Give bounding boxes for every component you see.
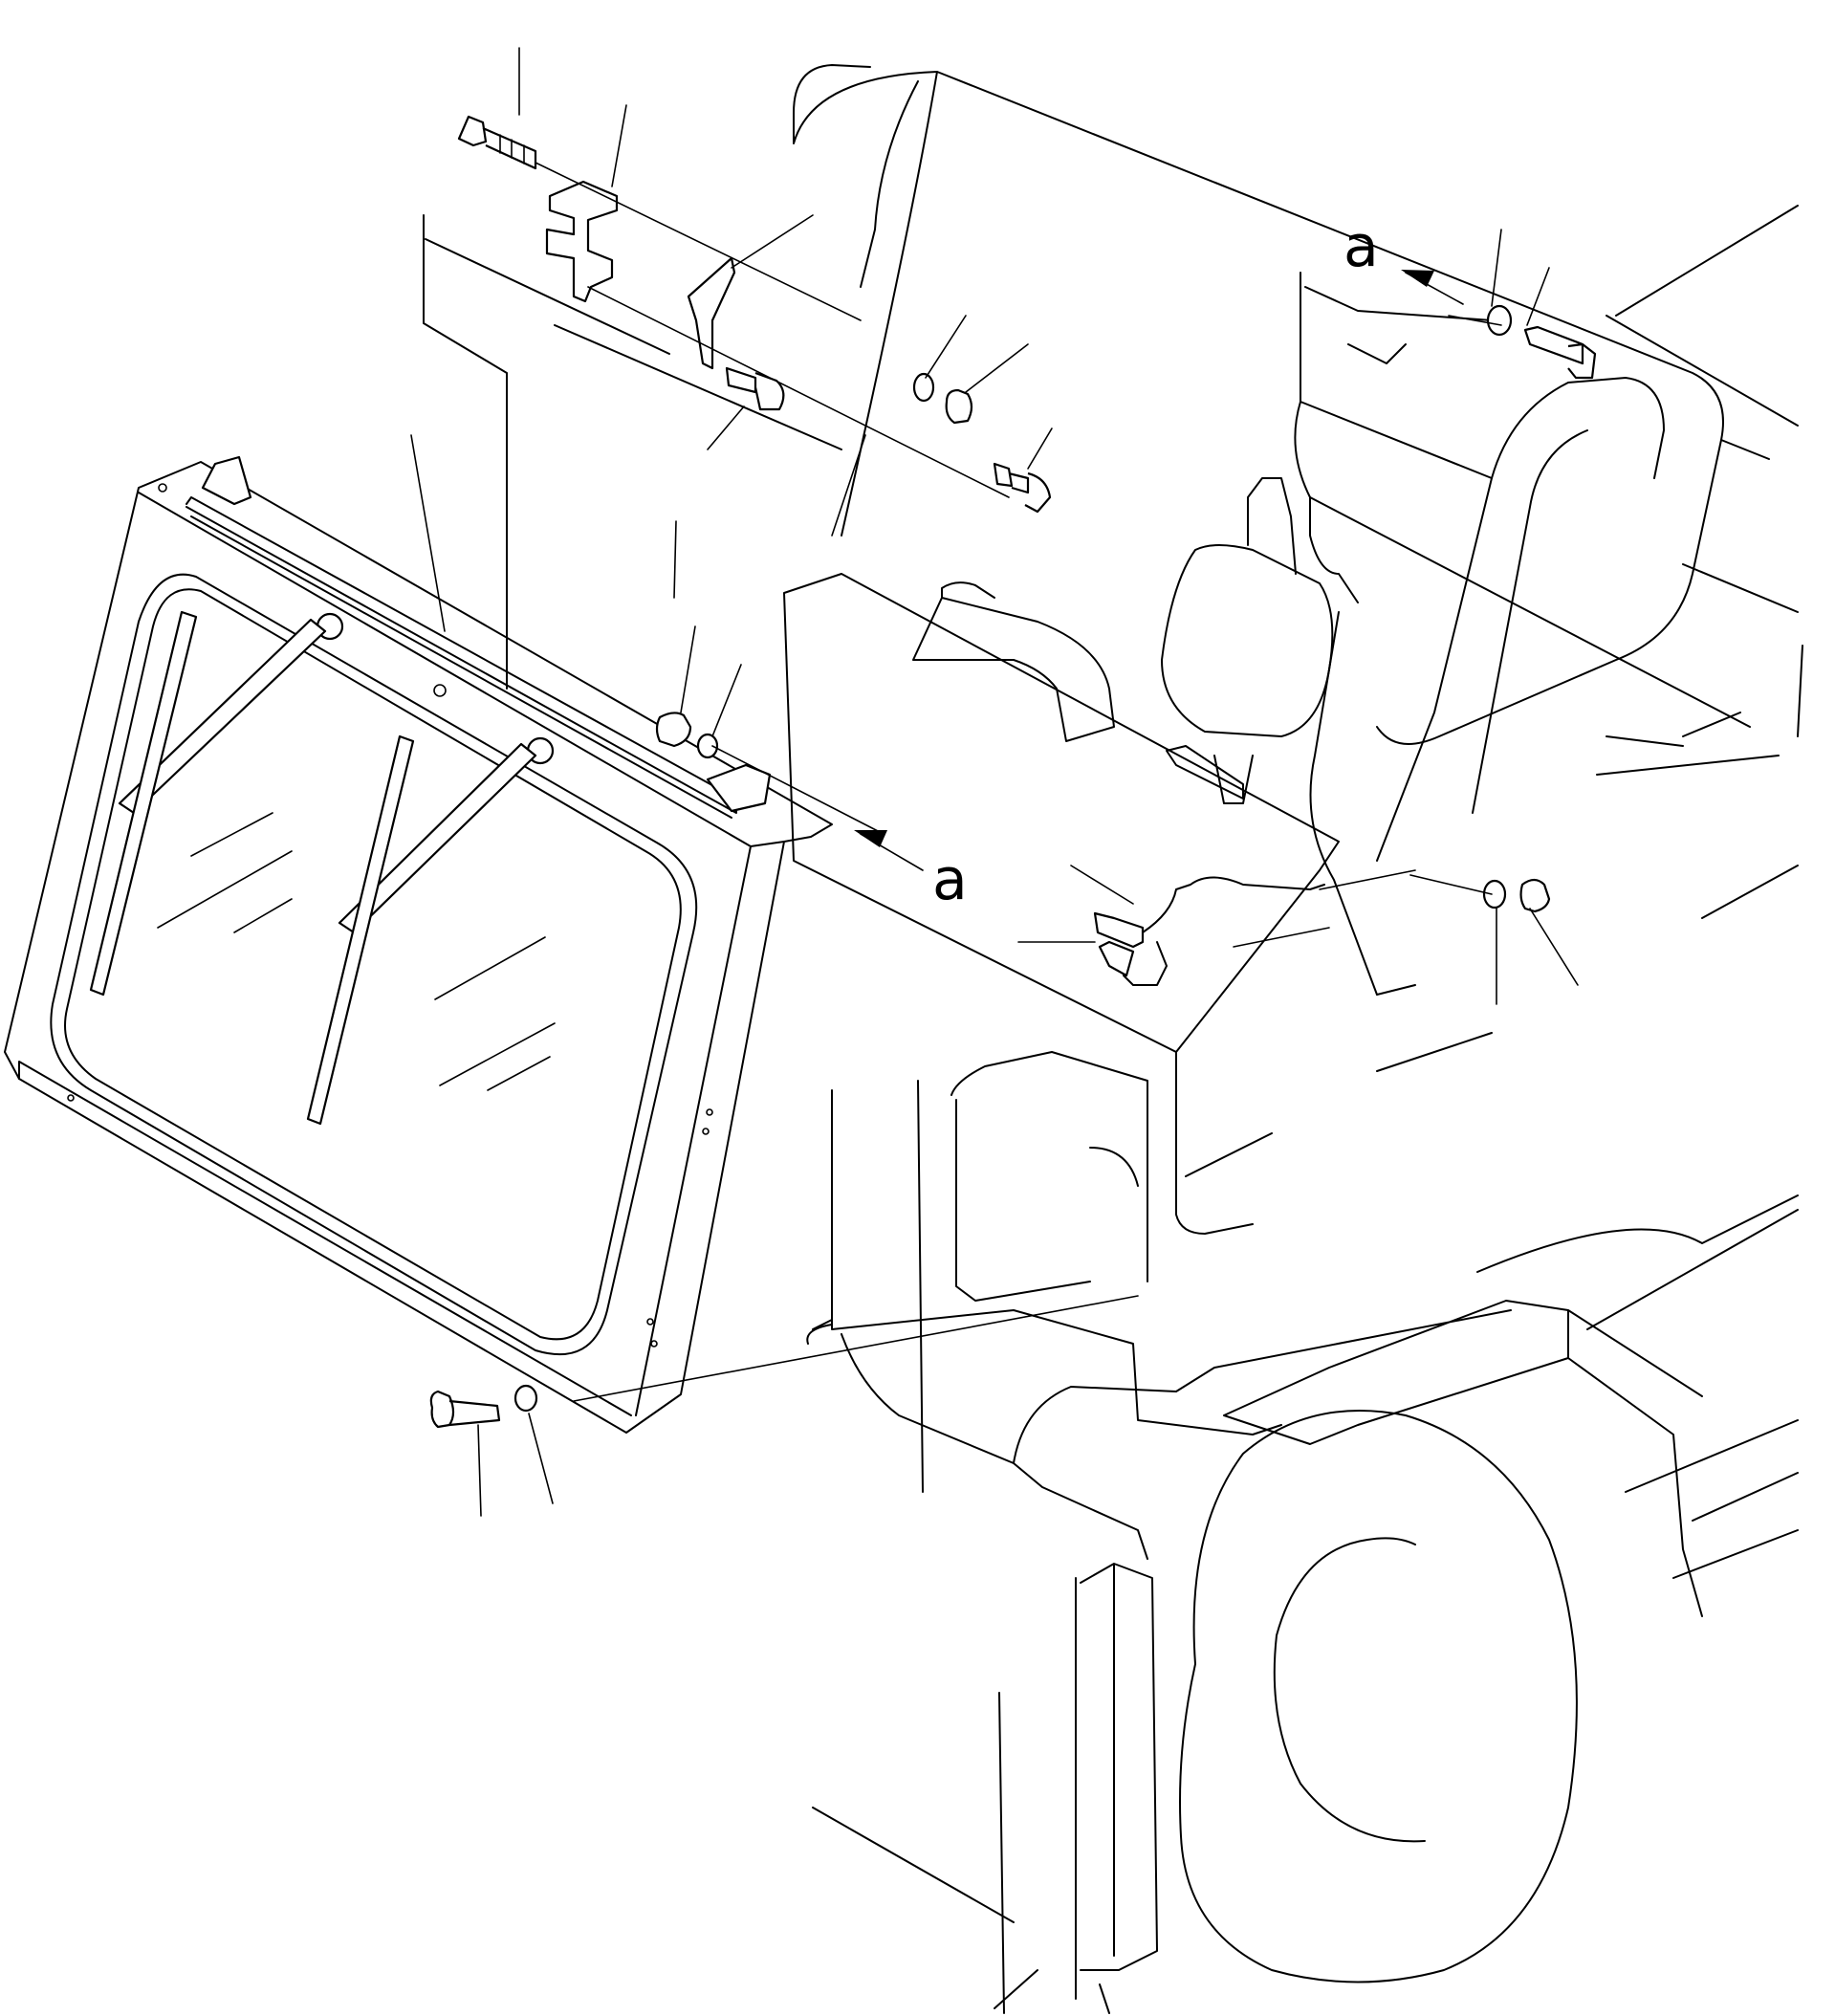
washer-upper-a[interactable]	[912, 372, 935, 403]
washer-lower-left[interactable]	[513, 1384, 538, 1413]
top-hinge-bracket-left[interactable]	[201, 455, 252, 506]
bolt-upper-right[interactable]	[1523, 325, 1597, 380]
view-label-a-lower: a	[932, 846, 968, 913]
windshield-frame-inner-edge	[138, 492, 785, 1416]
washer-right-middle[interactable]	[1482, 879, 1507, 909]
leader-lines	[410, 47, 1579, 1517]
windshield-assembly[interactable]	[4, 455, 833, 1434]
view-arrow-upper	[1401, 270, 1434, 287]
windshield-top-rail[interactable]	[186, 496, 737, 819]
motor-bracket	[1166, 745, 1244, 800]
view-label-a-upper: a	[1343, 213, 1379, 280]
hinge-plate[interactable]	[545, 180, 619, 303]
right-shoulder	[1596, 205, 1803, 919]
engine-cover	[793, 64, 1724, 745]
windshield-sill	[18, 1061, 632, 1416]
lower-edges	[1185, 984, 1799, 1579]
washer-left-middle[interactable]	[696, 733, 719, 759]
nut-right-middle[interactable]	[1519, 878, 1551, 913]
glass-reflection-marks	[157, 812, 556, 1091]
bolt-upper-left[interactable]	[457, 115, 537, 170]
rear-bumper	[841, 1300, 1703, 1617]
nut-upper-a[interactable]	[945, 388, 973, 425]
frame-top	[1294, 272, 1751, 728]
cab-rear-panel	[423, 214, 842, 690]
machine-body	[423, 64, 1803, 2014]
wiper-motor-harness[interactable]	[1093, 876, 1325, 986]
rear-hub	[1273, 1537, 1426, 1843]
hydraulic-tank	[783, 573, 1340, 1053]
nut-left-middle[interactable]	[655, 712, 692, 748]
windshield-glass-outer	[50, 573, 698, 1356]
washer-reservoir	[912, 581, 1115, 742]
wire-harness	[1123, 876, 1325, 986]
windshield-glass-inner	[64, 588, 682, 1341]
washer-upper-right[interactable]	[1486, 304, 1513, 337]
wiper-motor[interactable]	[1093, 911, 1145, 949]
rear-tire	[1179, 1410, 1578, 1983]
mid-body-panel	[806, 1319, 833, 1345]
air-cleaner	[1161, 477, 1334, 804]
rear-counter-panel	[812, 1563, 1158, 2014]
windshield-frame-outer[interactable]	[4, 461, 833, 1434]
lower-body	[831, 1051, 1282, 1493]
view-arrow-lower	[854, 830, 887, 847]
top-hinge-bracket-right[interactable]	[706, 763, 772, 813]
wiper-blade-right[interactable]	[306, 734, 415, 1126]
mounting-bracket[interactable]	[687, 256, 736, 370]
view-arrows: a a	[854, 213, 1464, 913]
top-hardware[interactable]	[429, 115, 1597, 1429]
bolt-upper-b[interactable]	[993, 462, 1052, 514]
frame-mount-holes	[67, 483, 713, 1348]
right-pillar	[1309, 377, 1665, 996]
wiper-blade-left[interactable]	[89, 610, 198, 997]
bolt-lower-left[interactable]	[429, 1390, 501, 1429]
connector-plug[interactable]	[1098, 940, 1135, 977]
